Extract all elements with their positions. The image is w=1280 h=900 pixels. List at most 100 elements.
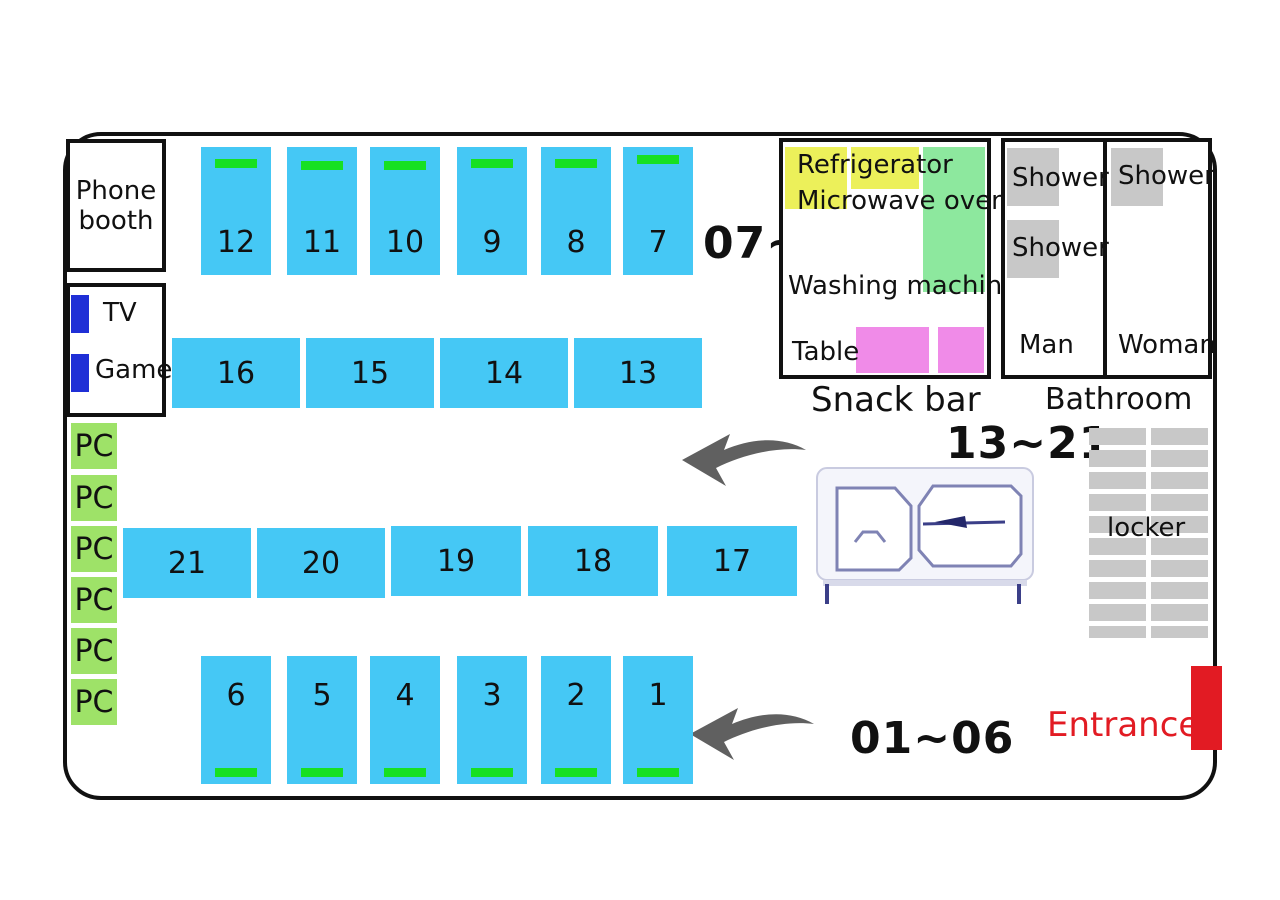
pc-station[interactable]: PC bbox=[71, 423, 117, 469]
microwave-block bbox=[851, 147, 919, 189]
pod-indicator bbox=[471, 159, 513, 168]
pod-indicator bbox=[301, 768, 343, 777]
pod-3[interactable]: 3 bbox=[457, 656, 527, 784]
washing-machine-block bbox=[923, 147, 985, 292]
pod-6[interactable]: 6 bbox=[201, 656, 271, 784]
pod-number: 15 bbox=[350, 355, 390, 391]
phone-booth: Phone booth bbox=[66, 139, 166, 272]
pod-2[interactable]: 2 bbox=[541, 656, 611, 784]
pod-number: 6 bbox=[226, 678, 246, 713]
tv-label: TV bbox=[103, 298, 137, 328]
pod-13[interactable]: 13 bbox=[574, 338, 702, 408]
pod-number: 4 bbox=[395, 678, 415, 713]
pod-15[interactable]: 15 bbox=[306, 338, 434, 408]
woman-label: Woman bbox=[1118, 330, 1216, 360]
pod-10[interactable]: 10 bbox=[370, 147, 440, 275]
pc-label: PC bbox=[74, 582, 114, 618]
entrance-label: Entrance bbox=[1047, 705, 1200, 745]
bathroom-title: Bathroom bbox=[1045, 382, 1193, 417]
pod-21[interactable]: 21 bbox=[123, 528, 251, 598]
pod-indicator bbox=[301, 161, 343, 170]
pod-9[interactable]: 9 bbox=[457, 147, 527, 275]
pod-number: 12 bbox=[216, 225, 256, 260]
pod-number: 20 bbox=[301, 545, 341, 581]
entrance-door[interactable] bbox=[1191, 666, 1222, 750]
pod-indicator bbox=[384, 161, 426, 170]
shower-stall bbox=[1111, 148, 1163, 206]
pod-indicator bbox=[384, 768, 426, 777]
pod-number: 19 bbox=[436, 543, 476, 579]
pod-11[interactable]: 11 bbox=[287, 147, 357, 275]
capsule-pod-illustration bbox=[816, 467, 1034, 604]
pod-number: 18 bbox=[573, 543, 613, 579]
phone-booth-label-line1: Phone bbox=[75, 175, 157, 206]
pod-indicator bbox=[637, 768, 679, 777]
pod-indicator bbox=[215, 159, 257, 168]
pod-number: 17 bbox=[712, 543, 752, 579]
range-label-01-06: 01~06 bbox=[850, 713, 1015, 764]
pod-indicator bbox=[555, 768, 597, 777]
pod-18[interactable]: 18 bbox=[528, 526, 658, 596]
pod-5[interactable]: 5 bbox=[287, 656, 357, 784]
pc-label: PC bbox=[74, 480, 114, 516]
shower-stall bbox=[1007, 148, 1059, 206]
shower-label: Shower bbox=[1118, 161, 1215, 191]
pod-20[interactable]: 20 bbox=[257, 528, 385, 598]
pc-station[interactable]: PC bbox=[71, 475, 117, 521]
locker-bank bbox=[1089, 428, 1208, 638]
refrigerator-block bbox=[785, 147, 847, 209]
pod-number: 3 bbox=[482, 678, 502, 713]
pc-label: PC bbox=[74, 428, 114, 464]
tv-game-room bbox=[66, 283, 166, 417]
pod-number: 11 bbox=[302, 225, 342, 260]
pod-number: 21 bbox=[167, 545, 207, 581]
pc-label: PC bbox=[74, 633, 114, 669]
pc-station[interactable]: PC bbox=[71, 628, 117, 674]
pod-7[interactable]: 7 bbox=[623, 147, 693, 275]
pod-19[interactable]: 19 bbox=[391, 526, 521, 596]
pod-indicator bbox=[215, 768, 257, 777]
pod-17[interactable]: 17 bbox=[667, 526, 797, 596]
pod-number: 16 bbox=[216, 355, 256, 391]
pod-14[interactable]: 14 bbox=[440, 338, 568, 408]
locker-label: locker bbox=[1107, 513, 1186, 543]
arrow-left-icon bbox=[690, 708, 814, 760]
pod-indicator bbox=[555, 159, 597, 168]
washing-machine-label: Washing machine bbox=[788, 271, 1019, 301]
snack-bar-title: Snack bar bbox=[811, 380, 981, 420]
range-label-13-21: 13~21 bbox=[946, 418, 1111, 469]
pc-station[interactable]: PC bbox=[71, 679, 117, 725]
pod-16[interactable]: 16 bbox=[172, 338, 300, 408]
pod-number: 5 bbox=[312, 678, 332, 713]
pod-number: 14 bbox=[484, 355, 524, 391]
pod-number: 9 bbox=[482, 225, 502, 260]
arrow-left-icon bbox=[682, 434, 806, 486]
table-label: Table bbox=[792, 337, 860, 367]
pod-number: 8 bbox=[566, 225, 586, 260]
shower-label: Shower bbox=[1012, 163, 1109, 193]
pod-4[interactable]: 4 bbox=[370, 656, 440, 784]
pod-number: 7 bbox=[648, 225, 668, 260]
pod-number: 1 bbox=[648, 678, 668, 713]
pc-label: PC bbox=[74, 684, 114, 720]
phone-booth-label-line2: booth bbox=[78, 205, 154, 236]
table-seat bbox=[938, 327, 984, 373]
pod-number: 10 bbox=[385, 225, 425, 260]
pod-number: 13 bbox=[618, 355, 658, 391]
table-seat bbox=[883, 327, 929, 373]
pc-station[interactable]: PC bbox=[71, 526, 117, 572]
pc-station[interactable]: PC bbox=[71, 577, 117, 623]
pod-8[interactable]: 8 bbox=[541, 147, 611, 275]
pod-12[interactable]: 12 bbox=[201, 147, 271, 275]
refrigerator-label: Refrigerator bbox=[797, 150, 953, 180]
pod-indicator bbox=[637, 155, 679, 164]
man-label: Man bbox=[1019, 330, 1074, 360]
shower-label: Shower bbox=[1012, 233, 1109, 263]
pc-label: PC bbox=[74, 531, 114, 567]
pod-1[interactable]: 1 bbox=[623, 656, 693, 784]
shower-stall bbox=[1007, 220, 1059, 278]
game-console-icon bbox=[71, 354, 89, 392]
game-label: Game bbox=[95, 355, 173, 385]
floor-outline bbox=[63, 132, 1217, 800]
locker-grid bbox=[1089, 428, 1208, 638]
